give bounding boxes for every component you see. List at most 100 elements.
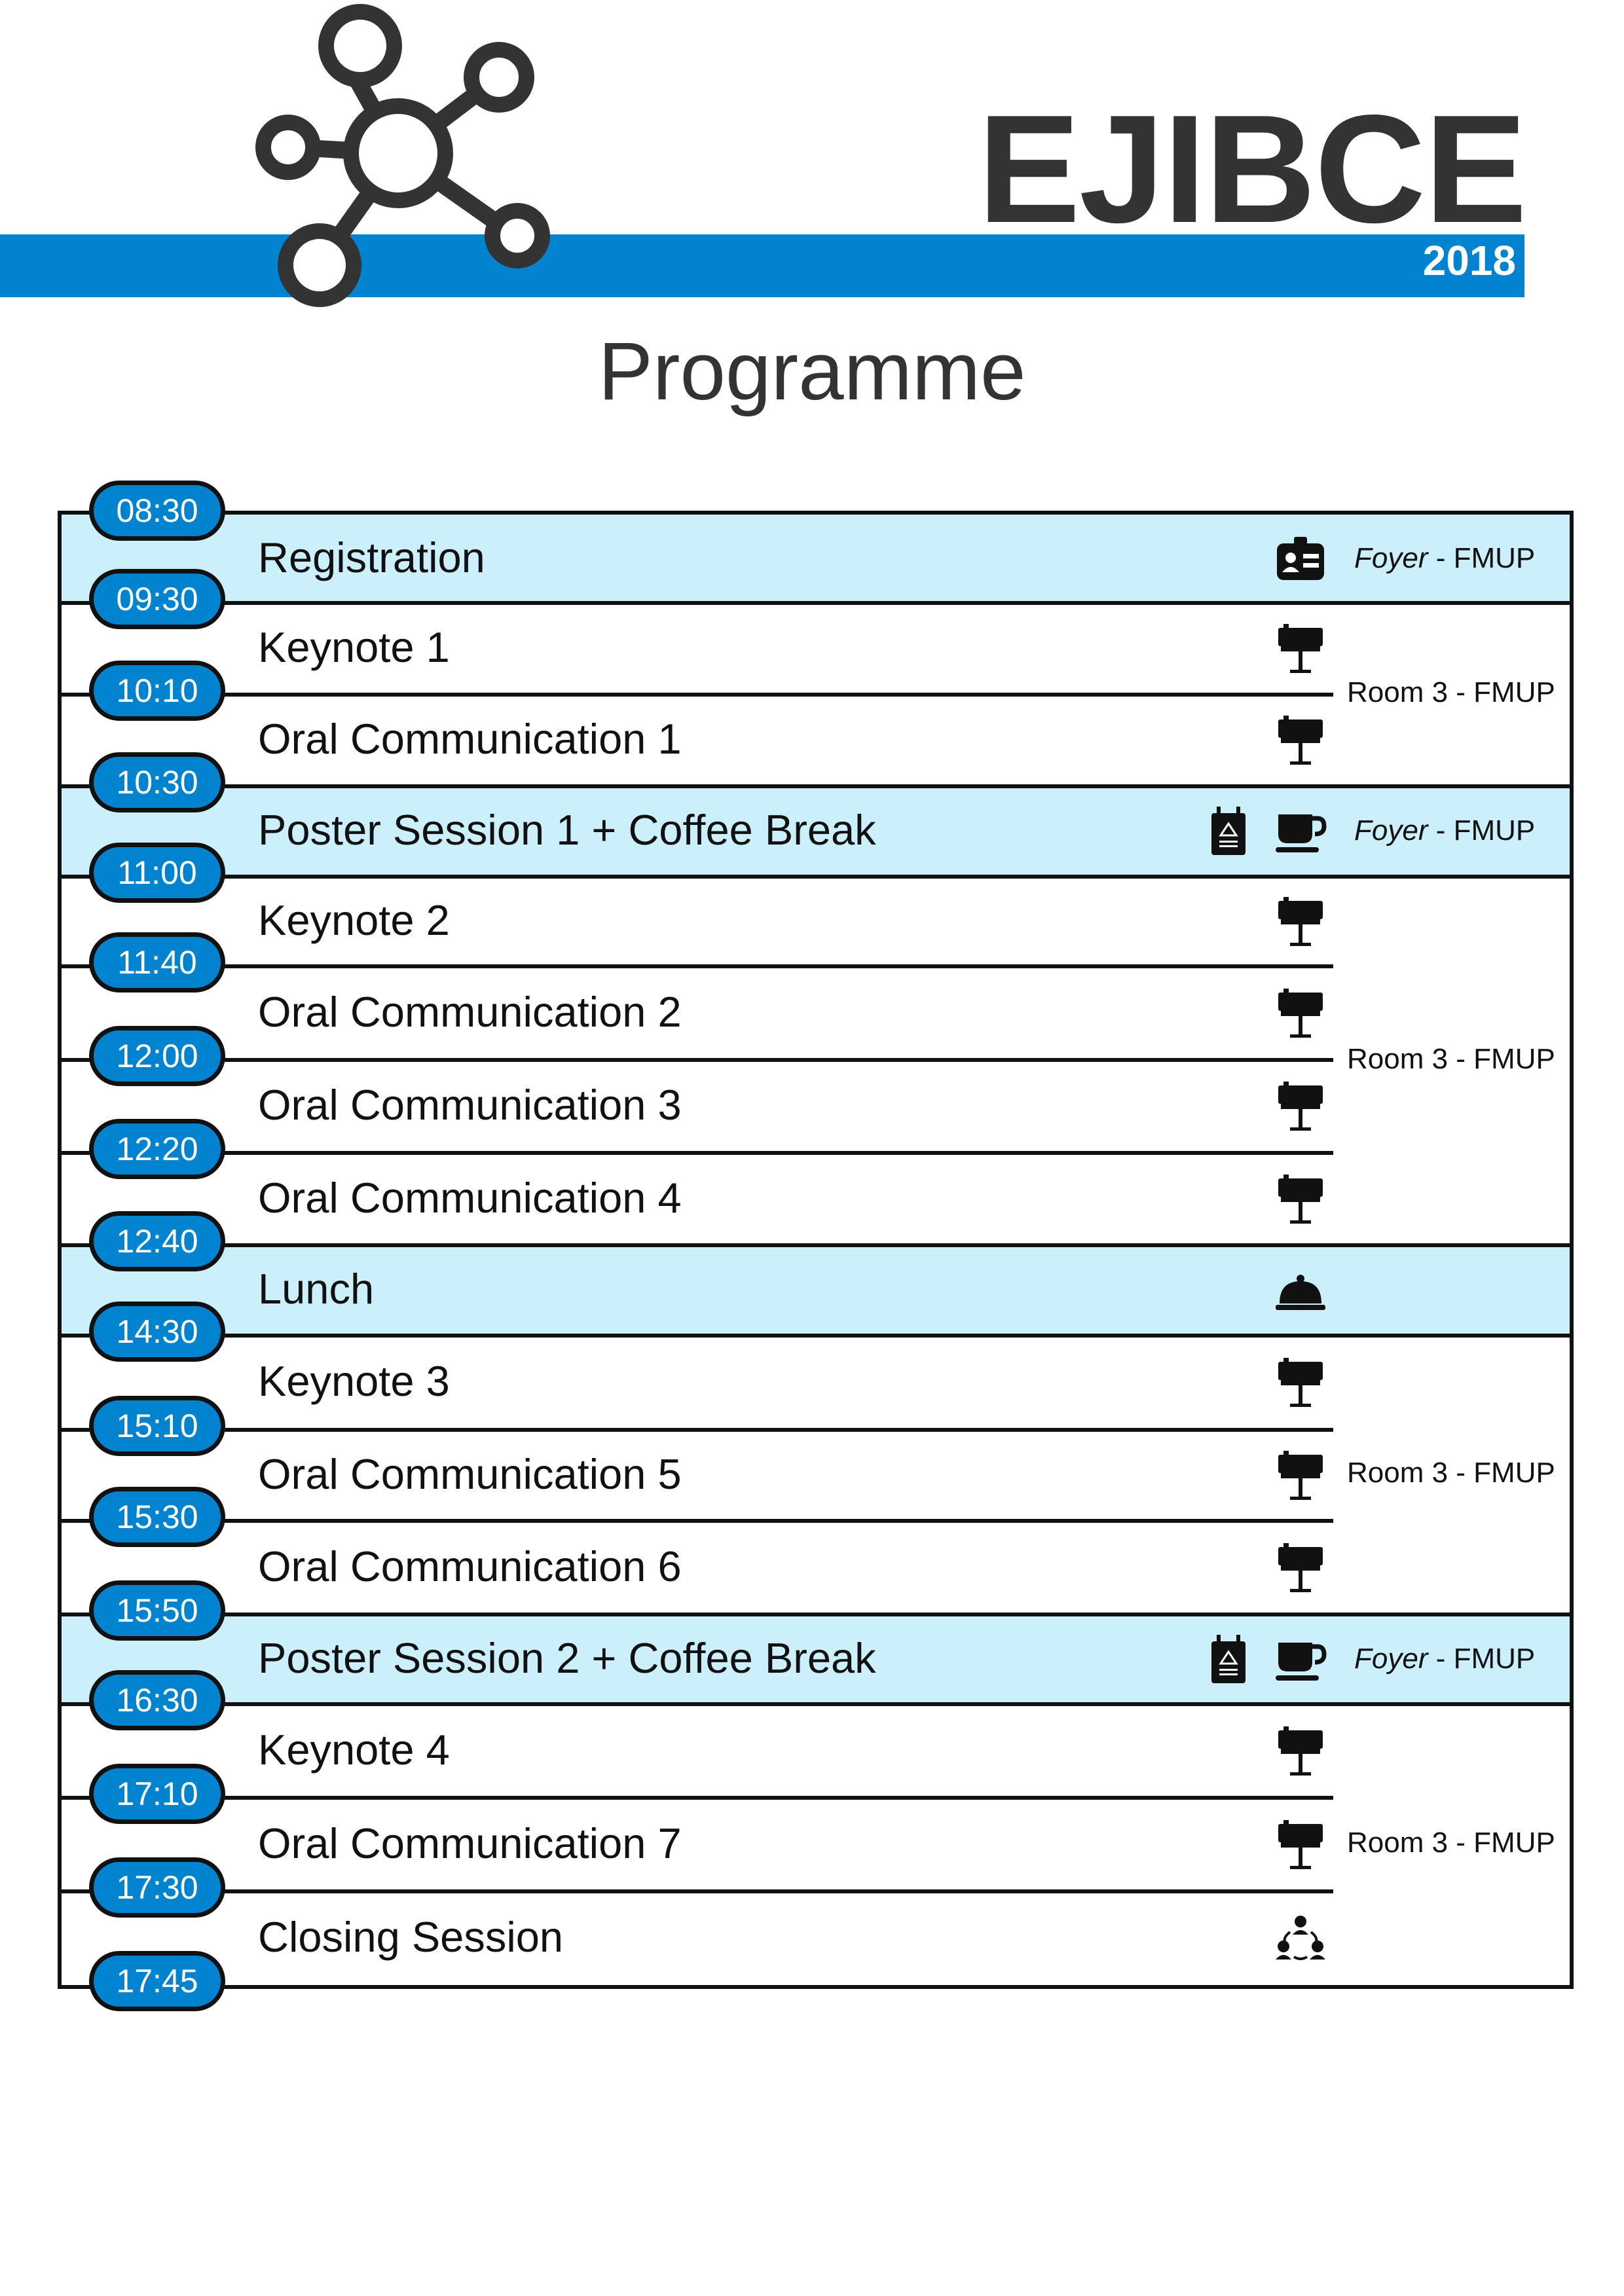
session-label: Oral Communication 6	[258, 1542, 682, 1590]
session-label: Closing Session	[258, 1912, 564, 1961]
row-divider	[62, 964, 1333, 968]
session-location: Foyer - FMUP	[1354, 1643, 1535, 1675]
session-icons	[1274, 1173, 1327, 1226]
session-location: Foyer - FMUP	[1354, 542, 1535, 575]
time-pill: 12:40	[89, 1211, 225, 1271]
time-pill: 17:45	[89, 1951, 225, 2011]
schedule-row: Oral Communication 5	[62, 1430, 1570, 1521]
session-label: Oral Communication 3	[258, 1081, 682, 1129]
session-icons	[1274, 1080, 1327, 1133]
schedule-row: Lunch	[62, 1245, 1570, 1336]
room-label: Room 3 - FMUP	[1342, 1457, 1560, 1489]
session-icons	[1274, 623, 1327, 675]
row-divider	[62, 1702, 1570, 1706]
session-icons	[1274, 987, 1327, 1040]
food-cloche-icon	[1274, 1264, 1327, 1317]
time-pill: 14:30	[89, 1302, 225, 1362]
coffee-cup-icon	[1274, 805, 1327, 858]
time-pill: 15:10	[89, 1396, 225, 1456]
lectern-icon	[1274, 1542, 1327, 1594]
time-pill: 16:30	[89, 1670, 225, 1730]
room-label: Room 3 - FMUP	[1342, 1826, 1560, 1859]
session-icons	[1202, 1633, 1327, 1686]
location-building: - FMUP	[1428, 1642, 1536, 1675]
brand-title: EJIBCE	[978, 82, 1527, 255]
coffee-cup-icon	[1274, 1633, 1327, 1686]
session-icons	[1274, 1449, 1327, 1502]
session-icons	[1274, 1912, 1327, 1965]
schedule-row: Keynote 1	[62, 603, 1570, 695]
time-pill: 15:50	[89, 1580, 225, 1641]
location-building: - FMUP	[1428, 814, 1536, 847]
molecule-logo-icon	[255, 4, 550, 307]
session-label: Keynote 2	[258, 896, 450, 944]
row-divider	[62, 1796, 1333, 1800]
session-icons	[1274, 533, 1327, 585]
schedule-row: Oral Communication 7	[62, 1798, 1570, 1891]
lectern-icon	[1274, 1725, 1327, 1777]
time-pill: 09:30	[89, 569, 225, 629]
session-label: Poster Session 2 + Coffee Break	[258, 1633, 876, 1682]
schedule-row: Closing Session	[62, 1891, 1570, 1985]
header-band	[0, 234, 1524, 297]
schedule-row: Poster Session 2 + Coffee Break Foyer - F…	[62, 1614, 1570, 1704]
session-icons	[1274, 1725, 1327, 1777]
row-divider	[62, 1889, 1333, 1893]
time-pill: 12:00	[89, 1026, 225, 1086]
session-label: Keynote 1	[258, 623, 450, 671]
session-label: Lunch	[258, 1265, 375, 1313]
row-divider	[62, 1058, 1333, 1062]
lectern-icon	[1274, 987, 1327, 1040]
lectern-icon	[1274, 1173, 1327, 1226]
row-divider	[62, 1428, 1333, 1432]
row-divider	[62, 1613, 1570, 1616]
lectern-icon	[1274, 896, 1327, 948]
schedule-row: Oral Communication 6	[62, 1521, 1570, 1614]
time-pill: 08:30	[89, 481, 225, 541]
session-label: Registration	[258, 533, 485, 581]
time-pill: 17:10	[89, 1764, 225, 1824]
lectern-icon	[1274, 1449, 1327, 1502]
time-pill: 17:30	[89, 1857, 225, 1918]
location-venue: Foyer	[1354, 814, 1428, 847]
lectern-icon	[1274, 1357, 1327, 1409]
session-label: Oral Communication 5	[258, 1449, 682, 1498]
session-label: Oral Communication 2	[258, 987, 682, 1036]
schedule-row: Registration Foyer - FMUP	[62, 515, 1570, 603]
schedule-row: Keynote 4	[62, 1704, 1570, 1798]
brand-year: 2018	[1422, 237, 1516, 284]
room-label: Room 3 - FMUP	[1342, 1042, 1560, 1076]
schedule-row: Oral Communication 2	[62, 966, 1570, 1060]
poster-icon	[1202, 1633, 1255, 1686]
session-location: Foyer - FMUP	[1354, 814, 1535, 847]
row-divider	[62, 601, 1570, 605]
lectern-icon	[1274, 623, 1327, 675]
row-divider	[62, 784, 1570, 788]
time-pill: 10:10	[89, 661, 225, 721]
schedule-row: Keynote 2	[62, 877, 1570, 966]
session-label: Poster Session 1 + Coffee Break	[258, 806, 876, 854]
people-group-icon	[1274, 1912, 1327, 1965]
session-icons	[1274, 1819, 1327, 1871]
time-pill: 10:30	[89, 752, 225, 812]
row-divider	[62, 1334, 1570, 1338]
schedule-row: Oral Communication 4	[62, 1153, 1570, 1245]
lectern-icon	[1274, 714, 1327, 767]
schedule-row: Oral Communication 3	[62, 1060, 1570, 1153]
session-label: Keynote 4	[258, 1725, 450, 1774]
row-divider	[62, 693, 1333, 697]
row-divider	[62, 875, 1570, 879]
lectern-icon	[1274, 1819, 1327, 1871]
schedule-row: Keynote 3	[62, 1336, 1570, 1430]
lectern-icon	[1274, 1080, 1327, 1133]
time-pill: 11:40	[89, 932, 225, 993]
time-pill: 12:20	[89, 1119, 225, 1179]
location-venue: Foyer	[1354, 1642, 1428, 1675]
session-label: Oral Communication 4	[258, 1173, 682, 1222]
session-icons	[1274, 1542, 1327, 1594]
session-icons	[1274, 896, 1327, 948]
session-label: Oral Communication 1	[258, 715, 682, 763]
time-pill: 11:00	[89, 843, 225, 903]
session-label: Oral Communication 7	[258, 1819, 682, 1867]
